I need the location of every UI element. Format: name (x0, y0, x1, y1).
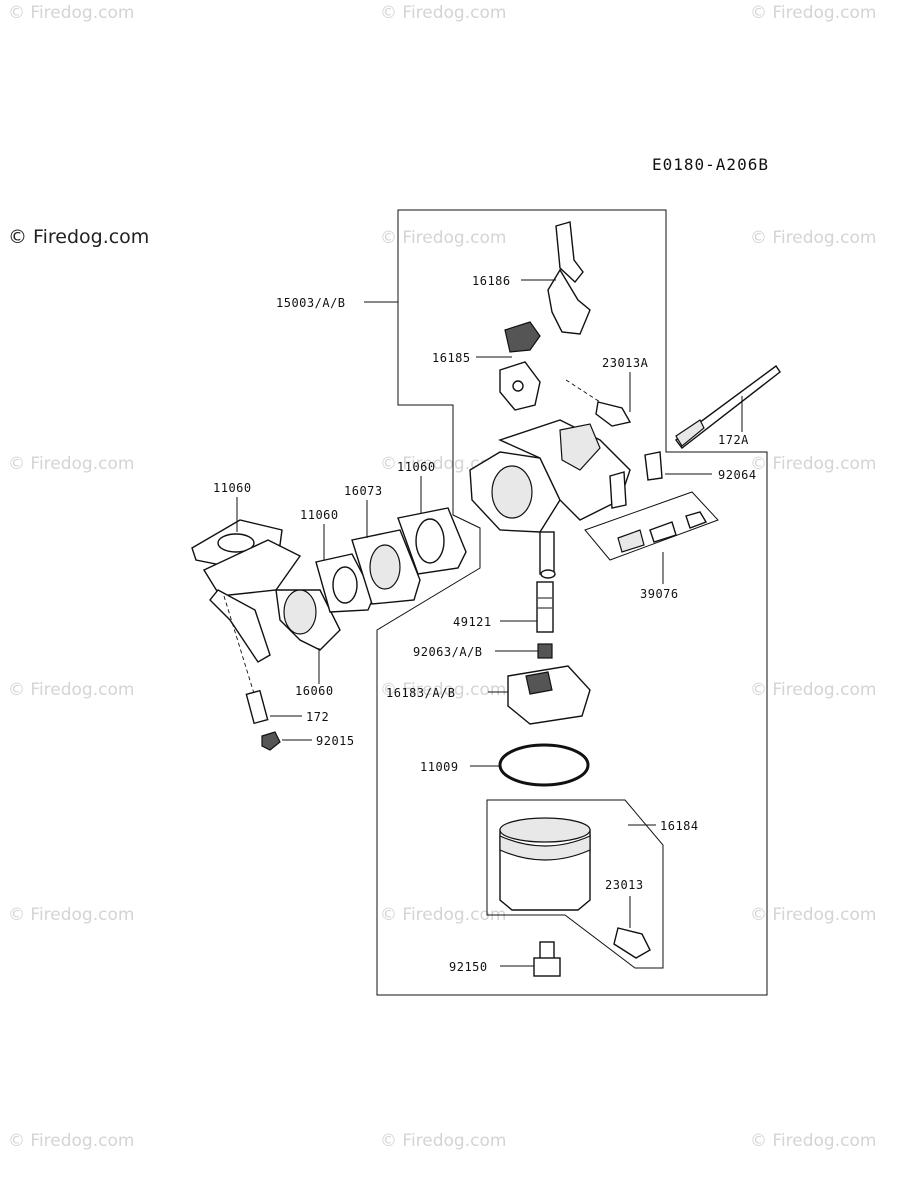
idle-screw-23013A (565, 379, 632, 427)
part-label-172A: 172A (718, 433, 749, 447)
float-16183 (507, 665, 591, 725)
part-label-49121: 49121 (453, 615, 492, 629)
part-label-11009: 11009 (420, 760, 459, 774)
watermark: © Firedog.com (8, 905, 134, 925)
part-label-15003: 15003/A/B (276, 296, 346, 310)
watermark: © Firedog.com (8, 680, 134, 700)
jet-92063 (537, 643, 553, 659)
stud-172 (223, 595, 269, 725)
spacer-16060 (202, 539, 341, 663)
part-label-23013: 23013 (605, 878, 644, 892)
part-label-23013A: 23013A (602, 356, 649, 370)
watermark: © Firedog.com (8, 3, 134, 23)
float-bowl-outline (486, 799, 664, 969)
part-label-92063: 92063/A/B (413, 645, 483, 659)
part-label-11060-middle: 11060 (300, 508, 339, 522)
watermark: © Firedog.com (8, 1131, 134, 1151)
throttle-lever-16185 (499, 321, 541, 411)
part-label-92064: 92064 (718, 468, 757, 482)
watermark: © Firedog.com (380, 3, 506, 23)
choke-lever-16186 (547, 221, 591, 335)
jet-kit-39076 (617, 511, 708, 553)
part-label-172: 172 (306, 710, 329, 724)
part-label-92150: 92150 (449, 960, 488, 974)
jet-kit-outline (584, 491, 719, 561)
gasket-11060-right (397, 507, 467, 575)
watermark: © Firedog.com (380, 680, 506, 700)
leader-lines (236, 279, 743, 967)
part-label-16060: 16060 (295, 684, 334, 698)
watermark: © Firedog.com (750, 454, 876, 474)
copyright-mark: © Firedog.com (8, 226, 149, 248)
part-label-39076: 39076 (640, 587, 679, 601)
o-ring-11009 (498, 743, 590, 787)
shaft-172A (675, 364, 781, 449)
assembly-outline (376, 209, 768, 996)
watermark: © Firedog.com (380, 228, 506, 248)
gasket-11060-left (191, 519, 283, 569)
watermark: © Firedog.com (8, 454, 134, 474)
part-label-16183: 16183/A/B (386, 686, 456, 700)
watermark: © Firedog.com (750, 1131, 876, 1151)
main-jet-92064 (644, 451, 663, 481)
watermark: © Firedog.com (380, 1131, 506, 1151)
insulator-16073 (351, 529, 421, 605)
watermark: © Firedog.com (750, 680, 876, 700)
nozzle-49121 (536, 581, 554, 633)
watermark: © Firedog.com (750, 3, 876, 23)
carburetor-body (469, 419, 631, 579)
part-label-16073: 16073 (344, 484, 383, 498)
part-label-11060-left: 11060 (213, 481, 252, 495)
part-label-16184: 16184 (660, 819, 699, 833)
part-label-11060-right: 11060 (397, 460, 436, 474)
part-label-92015: 92015 (316, 734, 355, 748)
watermark-layer: © Firedog.com © Firedog.com © Firedog.co… (8, 3, 876, 1151)
float-bowl-16184 (499, 817, 591, 911)
nut-92015 (261, 731, 281, 751)
watermark: © Firedog.com (380, 905, 506, 925)
bolt-92150 (533, 941, 561, 977)
part-label-16186: 16186 (472, 274, 511, 288)
drain-screw-23013 (613, 927, 651, 959)
watermark: © Firedog.com (750, 228, 876, 248)
diagram-code: E0180-A206B (652, 155, 769, 174)
watermark: © Firedog.com (750, 905, 876, 925)
part-label-16185: 16185 (432, 351, 471, 365)
